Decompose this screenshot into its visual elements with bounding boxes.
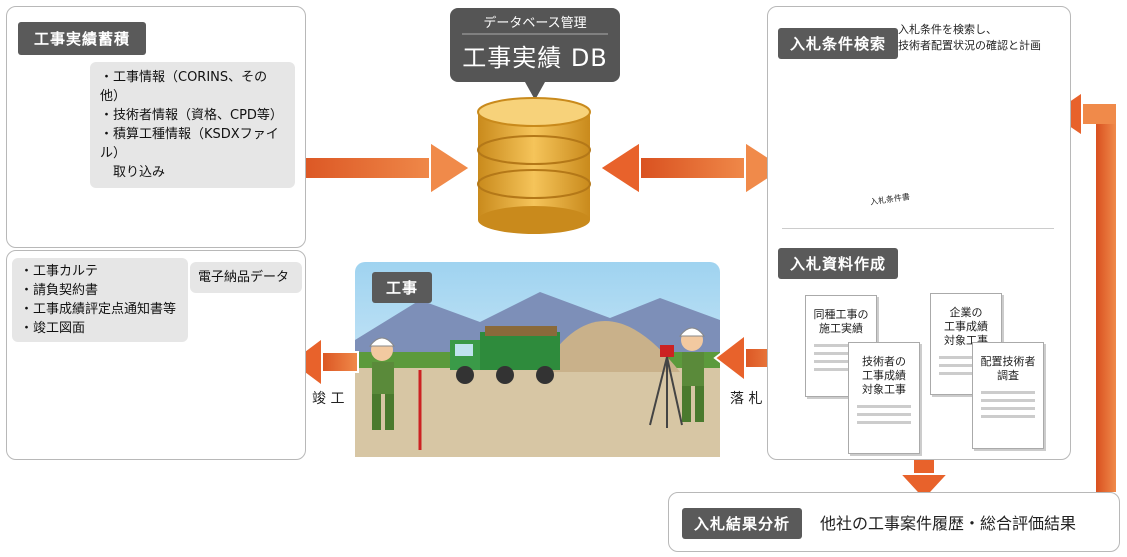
doc-title: 配置技術者 (980, 355, 1036, 368)
info-list-left-bottom: ・工事カルテ ・請負契約書 ・工事成績評定点通知書等 ・竣工図面 (12, 258, 188, 342)
doc-title: 技術者の (862, 355, 906, 368)
doc-engineer-performance: 技術者の工事成績対象工事 (848, 342, 920, 454)
doc-engineer-survey: 配置技術者調査 (972, 342, 1044, 449)
info-item: ・工事情報（CORINS、その他） (100, 70, 268, 104)
info-item: 取り込み (100, 165, 166, 180)
info-item: ・工事カルテ (20, 264, 99, 279)
doc-title: 同種工事の (813, 308, 869, 321)
tag-record-accumulation: 工事実績蓄積 (18, 22, 147, 55)
info-list-left-top: ・工事情報（CORINS、その他） ・技術者情報（資格、CPD等） ・積算工種情… (90, 62, 295, 188)
tag-bid-search: 入札条件検索 (778, 28, 899, 59)
info-item: ・竣工図面 (20, 321, 86, 336)
database-cylinder-icon (477, 97, 591, 234)
doc-title: 調査 (997, 369, 1019, 382)
bid-analysis-text: 他社の工事案件履歴・総合評価結果 (820, 514, 1077, 533)
db-callout (450, 8, 620, 100)
db-title: 工事実績 DB (462, 44, 608, 72)
surveyor-worker-right (649, 327, 706, 428)
tag-electronic-delivery: 電子納品データ (190, 262, 302, 293)
arrow-completion (288, 336, 359, 388)
construction-scene (355, 262, 720, 457)
tag-bid-analysis: 入札結果分析 (682, 508, 803, 539)
doc-title: 工事成績 (862, 369, 906, 382)
desc-line: 技術者配置状況の確認と計画 (898, 39, 1041, 52)
doc-title: 工事成績 (944, 320, 988, 333)
doc-title: 施工実績 (819, 322, 863, 335)
bid-search-description: 入札条件を検索し、 技術者配置状況の確認と計画 (898, 22, 1041, 54)
surveyor-worker-left (368, 337, 422, 450)
doc-title: 企業の (949, 306, 983, 319)
db-caption: データベース管理 (483, 16, 587, 31)
desc-line: 入札条件を検索し、 (898, 23, 997, 36)
doc-title: 対象工事 (862, 383, 906, 396)
label-completion: 竣 工 (312, 391, 345, 407)
tag-bid-documents: 入札資料作成 (778, 248, 899, 279)
info-item: ・工事成績評定点通知書等 (20, 302, 177, 317)
info-item: ・積算工種情報（KSDXファイル） (100, 127, 279, 161)
arrow-down-analysis (897, 456, 951, 502)
label-award: 落 札 (730, 391, 763, 407)
tag-construction: 工事 (372, 272, 433, 303)
info-item: ・請負契約書 (20, 283, 99, 298)
divider (782, 228, 1054, 229)
arrow-to-db (284, 140, 472, 196)
info-item: ・技術者情報（資格、CPD等） (100, 108, 283, 123)
arrow-db-right-double (598, 140, 787, 196)
